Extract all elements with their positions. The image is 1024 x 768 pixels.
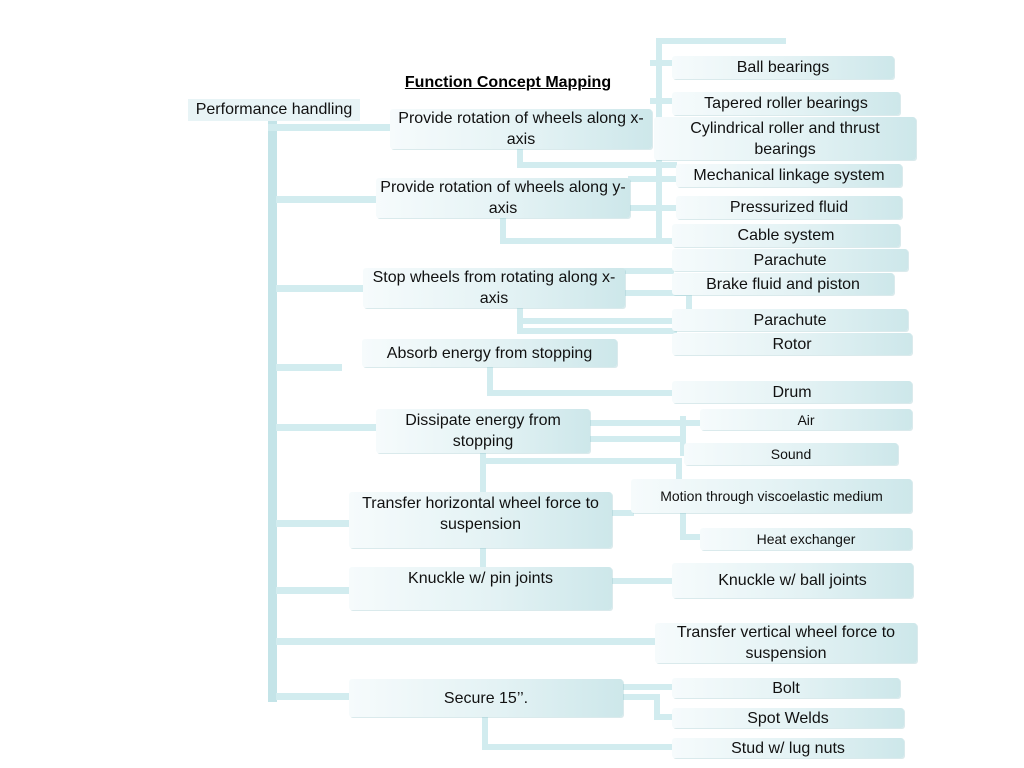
concept-stud-lug-nuts: Stud w/ lug nuts bbox=[672, 738, 904, 758]
connector-rotation-y-down bbox=[500, 216, 506, 244]
connector-rotation-y-cable bbox=[500, 238, 676, 244]
connector-secure bbox=[276, 693, 351, 700]
diagram-title: Function Concept Mapping bbox=[404, 74, 612, 91]
connector-transfer-vertical bbox=[276, 638, 656, 645]
connector-secure-stud bbox=[482, 744, 676, 750]
function-dissipate-energy: Dissipate energy from stopping bbox=[376, 409, 590, 453]
connector-stop-parachute-2 bbox=[517, 318, 677, 324]
concept-brake-fluid-piston: Brake fluid and piston bbox=[672, 273, 894, 295]
connector-stop-wheels bbox=[276, 285, 366, 292]
connector-rotation-y bbox=[276, 196, 378, 203]
connector-transfer-horizontal bbox=[276, 520, 351, 527]
concept-sound: Sound bbox=[684, 443, 898, 465]
function-rotation-x: Provide rotation of wheels along x-axis bbox=[390, 109, 652, 149]
connector-rotation-x-tapered bbox=[650, 98, 674, 104]
connector-stop-brake bbox=[622, 290, 692, 296]
connector-dissipate-visco bbox=[480, 458, 682, 464]
concept-viscoelastic-medium: Motion through viscoelastic medium bbox=[631, 479, 912, 513]
connector-knuckle-pin bbox=[276, 587, 351, 594]
connector-secure-bolt bbox=[618, 684, 676, 690]
main-trunk-line bbox=[268, 116, 277, 702]
concept-drum: Drum bbox=[672, 381, 912, 403]
connector-visco-v bbox=[676, 458, 682, 482]
connector-dissipate-v bbox=[680, 416, 686, 456]
concept-ball-bearings: Ball bearings bbox=[672, 56, 894, 79]
concept-tapered-roller-bearings: Tapered roller bearings bbox=[672, 92, 900, 115]
connector-rotation-y-fluid bbox=[628, 205, 676, 211]
connector-rotation-y-mech bbox=[628, 176, 676, 182]
connector-stop-parachute bbox=[622, 268, 674, 274]
concept-cable-system: Cable system bbox=[672, 224, 900, 247]
function-stop-wheels: Stop wheels from rotating along x-axis bbox=[363, 268, 625, 308]
connector-absorb bbox=[276, 364, 342, 371]
connector-dissipate-air bbox=[588, 420, 702, 426]
connector-top-bracket-h bbox=[658, 38, 786, 44]
connector-stop-rotor bbox=[517, 328, 677, 334]
connector-absorb-drum bbox=[487, 390, 675, 396]
connector-heat-h bbox=[680, 534, 704, 540]
concept-rotor: Rotor bbox=[672, 333, 912, 355]
concept-parachute-1: Parachute bbox=[672, 249, 908, 271]
concept-air: Air bbox=[700, 409, 912, 430]
function-absorb-energy: Absorb energy from stopping bbox=[362, 339, 617, 367]
connector-rotation-x-ball bbox=[650, 60, 674, 66]
root-connector bbox=[268, 124, 392, 131]
function-knuckle-pin: Knuckle w/ pin joints bbox=[349, 567, 612, 610]
concept-spot-welds: Spot Welds bbox=[672, 708, 904, 728]
connector-secure-welds-v bbox=[654, 694, 660, 720]
connector-secure-welds-a bbox=[618, 694, 658, 700]
connector-rotation-x-cyl bbox=[517, 162, 677, 168]
concept-heat-exchanger: Heat exchanger bbox=[700, 528, 912, 550]
concept-bolt: Bolt bbox=[672, 678, 900, 698]
function-transfer-horizontal: Transfer horizontal wheel force to suspe… bbox=[349, 492, 612, 548]
connector-dissipate bbox=[276, 424, 378, 431]
connector-heat-v bbox=[680, 512, 686, 540]
root-node: Performance handling bbox=[188, 99, 360, 121]
connector-knuckle-ball bbox=[608, 578, 676, 584]
connector-secure-down bbox=[482, 714, 488, 750]
connector-absorb-down bbox=[487, 366, 493, 396]
concept-pressurized-fluid: Pressurized fluid bbox=[676, 196, 902, 219]
concept-cylindrical-roller-bearings: Cylindrical roller and thrust bearings bbox=[654, 117, 916, 160]
connector-dissipate-sound bbox=[588, 436, 682, 442]
connector-rotation-x-down bbox=[517, 146, 523, 166]
concept-mechanical-linkage: Mechanical linkage system bbox=[676, 164, 902, 187]
function-rotation-y: Provide rotation of wheels along y-axis bbox=[376, 178, 630, 218]
connector-secure-welds-b bbox=[654, 714, 676, 720]
connector-transfer-visco bbox=[608, 510, 634, 516]
function-transfer-vertical: Transfer vertical wheel force to suspens… bbox=[655, 623, 917, 663]
concept-parachute-2: Parachute bbox=[672, 309, 908, 331]
function-secure: Secure 15’’. bbox=[349, 679, 623, 717]
concept-knuckle-ball-joints: Knuckle w/ ball joints bbox=[672, 563, 913, 598]
